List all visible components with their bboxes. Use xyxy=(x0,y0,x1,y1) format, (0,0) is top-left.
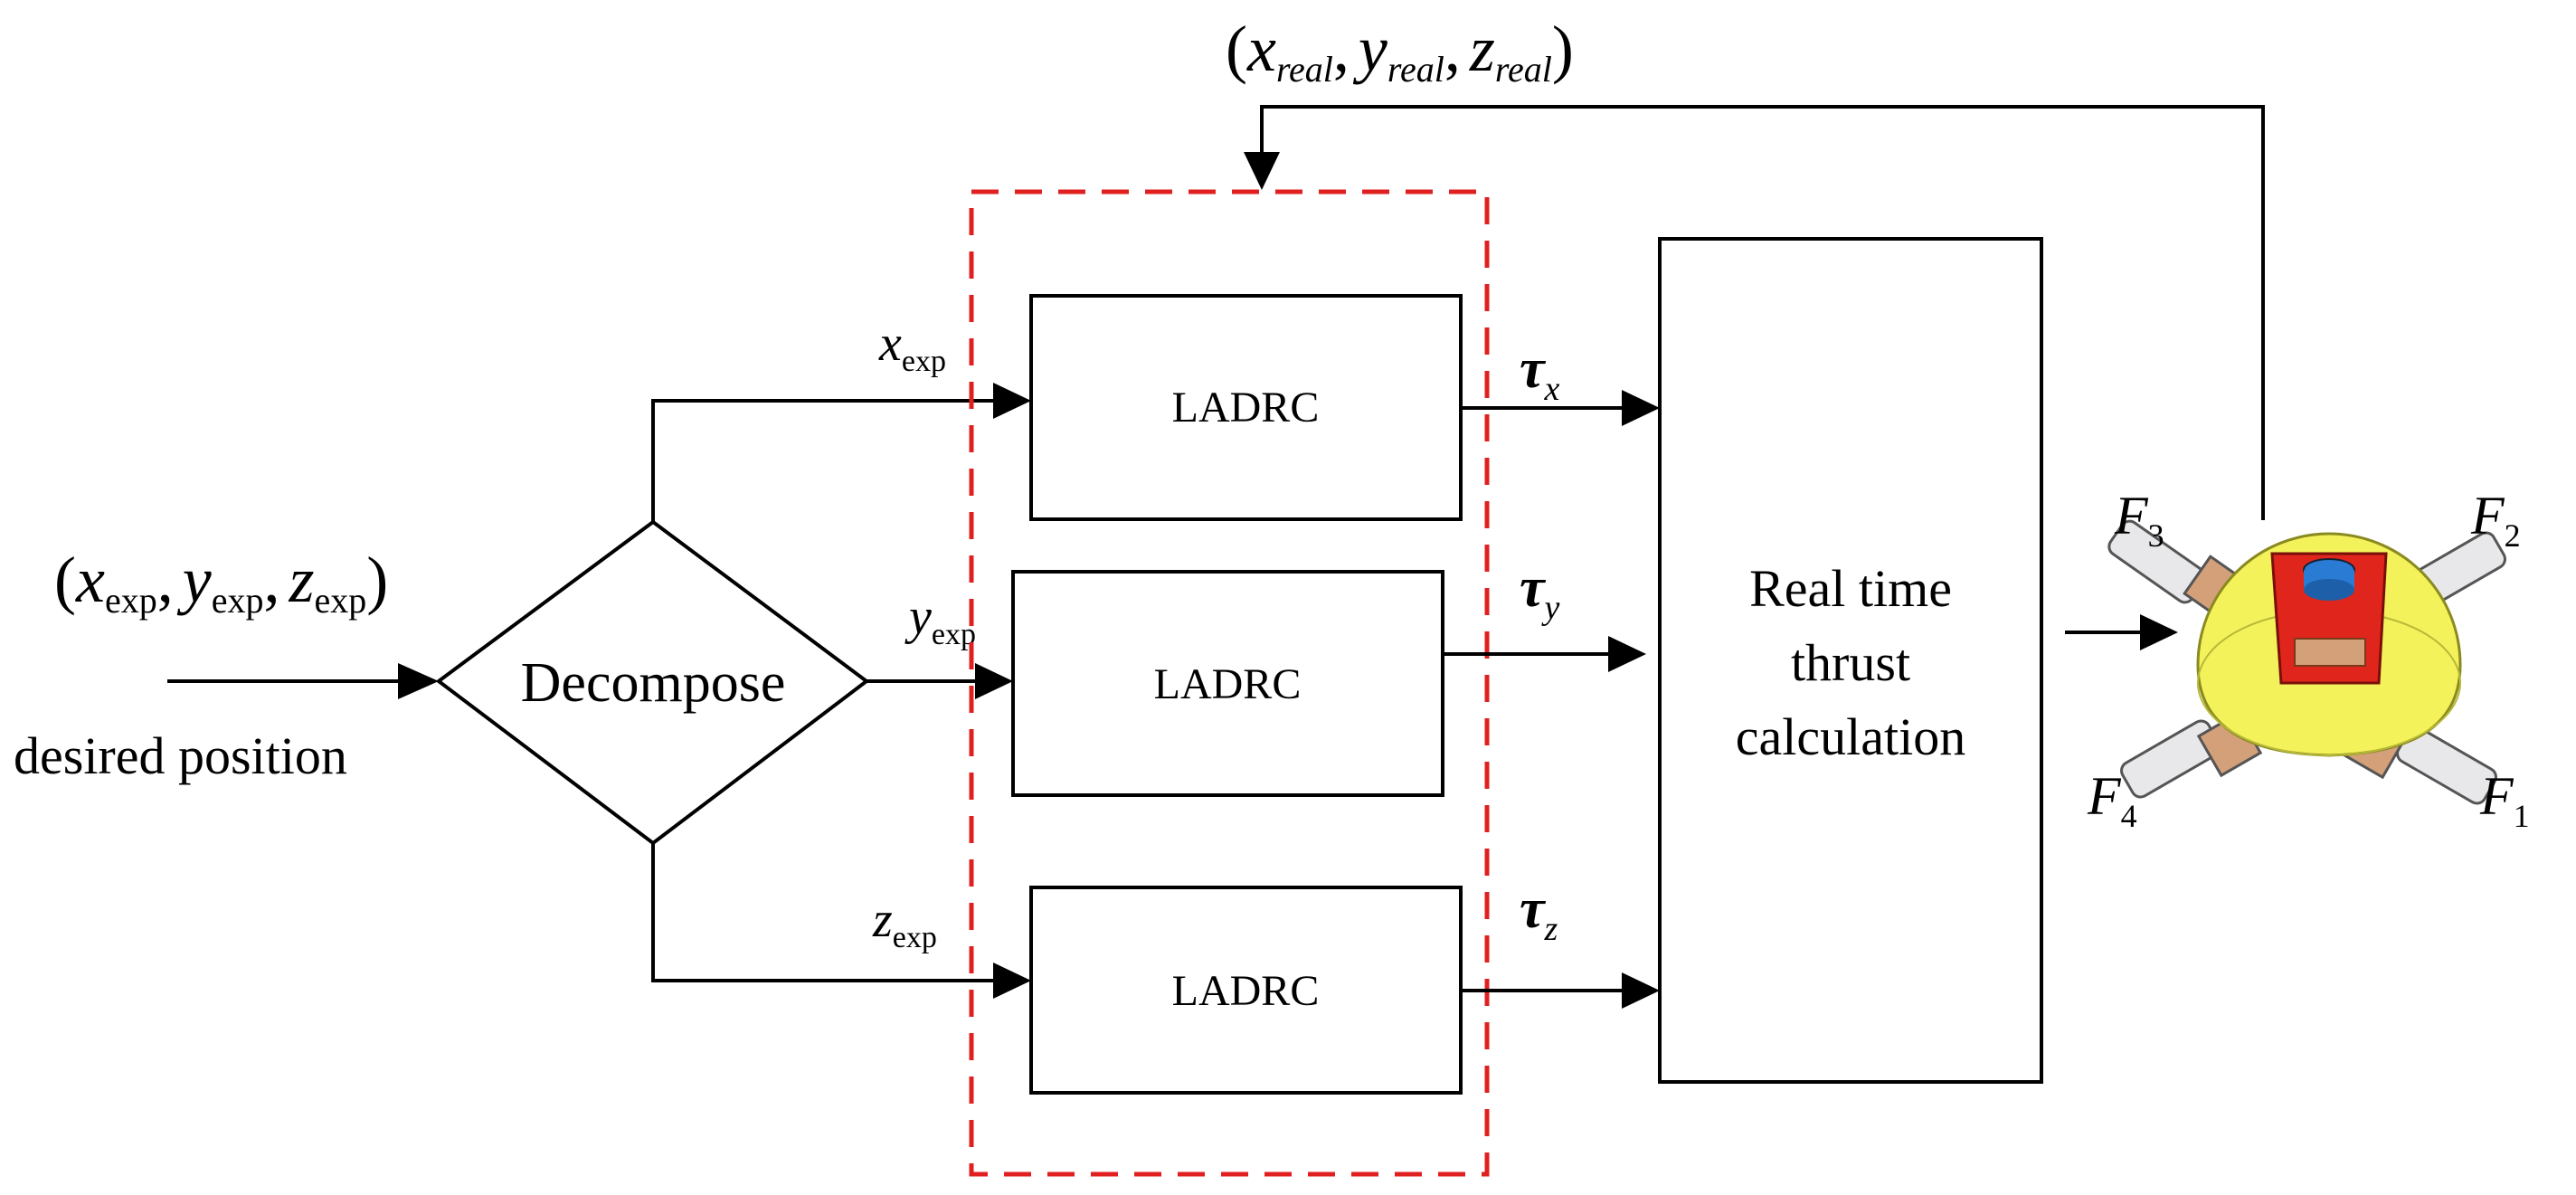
feedback-line xyxy=(1260,105,2265,520)
ladrc-group-dashed-frame xyxy=(969,189,1490,1177)
input-caption: desired position xyxy=(14,726,347,785)
f3-label: F3 xyxy=(2114,486,2164,554)
thrust-line-1: Real time xyxy=(1749,559,1952,618)
decompose-label: Decompose xyxy=(521,652,786,714)
branch-x-line xyxy=(651,399,999,522)
ladrc-y-label: LADRC xyxy=(1154,660,1302,708)
ladrc-z-box xyxy=(1029,886,1463,1095)
branch-z-line xyxy=(651,843,999,982)
branch-y-arrowhead xyxy=(975,663,1013,699)
thrust-line-3: calculation xyxy=(1736,707,1965,766)
input-tuple: (xexp,yexp,zexp) xyxy=(54,544,388,621)
tau-z-arrowhead xyxy=(1622,972,1660,1009)
f1-label: F1 xyxy=(2479,766,2530,834)
feedback-arrowhead xyxy=(1244,152,1280,190)
robot-front-panel xyxy=(2294,638,2366,667)
thrust-to-robot-arrowhead xyxy=(2140,614,2178,650)
robot-illustration xyxy=(2107,519,2506,805)
tau-z-label: τz xyxy=(1520,878,1558,948)
z-exp-label: zexp xyxy=(872,892,937,954)
svg-text:(xexp,yexp,zexp): (xexp,yexp,zexp) xyxy=(54,544,388,621)
tau-y-arrowhead xyxy=(1608,636,1646,672)
tau-y-label: τy xyxy=(1520,557,1560,627)
f2-label: F2 xyxy=(2470,486,2521,554)
ladrc-x-label: LADRC xyxy=(1172,384,1320,432)
tau-x-label: τx xyxy=(1520,338,1560,408)
input-arrowhead xyxy=(398,663,439,699)
robot-sensor-base xyxy=(2304,579,2354,601)
ladrc-z-label: LADRC xyxy=(1172,967,1320,1015)
tau-x-arrowhead xyxy=(1622,390,1660,426)
ladrc-x-box xyxy=(1029,294,1463,521)
thrust-line-2: thrust xyxy=(1791,633,1910,692)
ladrc-y-box xyxy=(1011,570,1444,797)
f4-label: F4 xyxy=(2087,766,2137,834)
branch-z-arrowhead xyxy=(993,963,1031,999)
y-exp-label: yexp xyxy=(904,589,976,651)
feedback-tuple: (xreal,yreal,zreal) xyxy=(1226,13,1574,90)
svg-text:(xreal,yreal,zreal): (xreal,yreal,zreal) xyxy=(1226,13,1574,90)
x-exp-label: xexp xyxy=(878,316,946,378)
thrust-calculation-box xyxy=(1658,237,2043,1084)
branch-x-arrowhead xyxy=(993,383,1031,419)
